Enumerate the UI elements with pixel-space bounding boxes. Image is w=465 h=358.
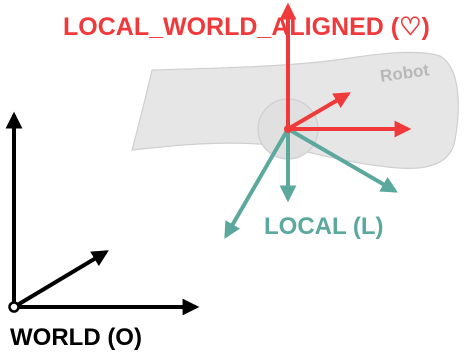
local-x-axis-arrow <box>286 127 398 193</box>
lwa-y-axis-arrow <box>286 92 351 131</box>
world-y-axis-arrow <box>12 250 109 309</box>
local-world-aligned-frame-axes <box>279 2 412 138</box>
local-frame-axes <box>224 127 398 239</box>
world-frame-axes <box>5 111 200 316</box>
world-frame-label: WORLD (O) <box>10 324 142 351</box>
lwa-origin-dot <box>284 125 292 133</box>
local-z-axis-arrow <box>224 127 290 239</box>
local-world-aligned-label: LOCAL_WORLD_ALIGNED (♡) <box>63 13 430 41</box>
lwa-label-symbol: (♡) <box>391 13 430 41</box>
world-origin-marker <box>8 301 20 313</box>
local-frame-label: LOCAL (L) <box>264 213 384 240</box>
lwa-label-name: LOCAL_WORLD_ALIGNED <box>63 13 384 41</box>
